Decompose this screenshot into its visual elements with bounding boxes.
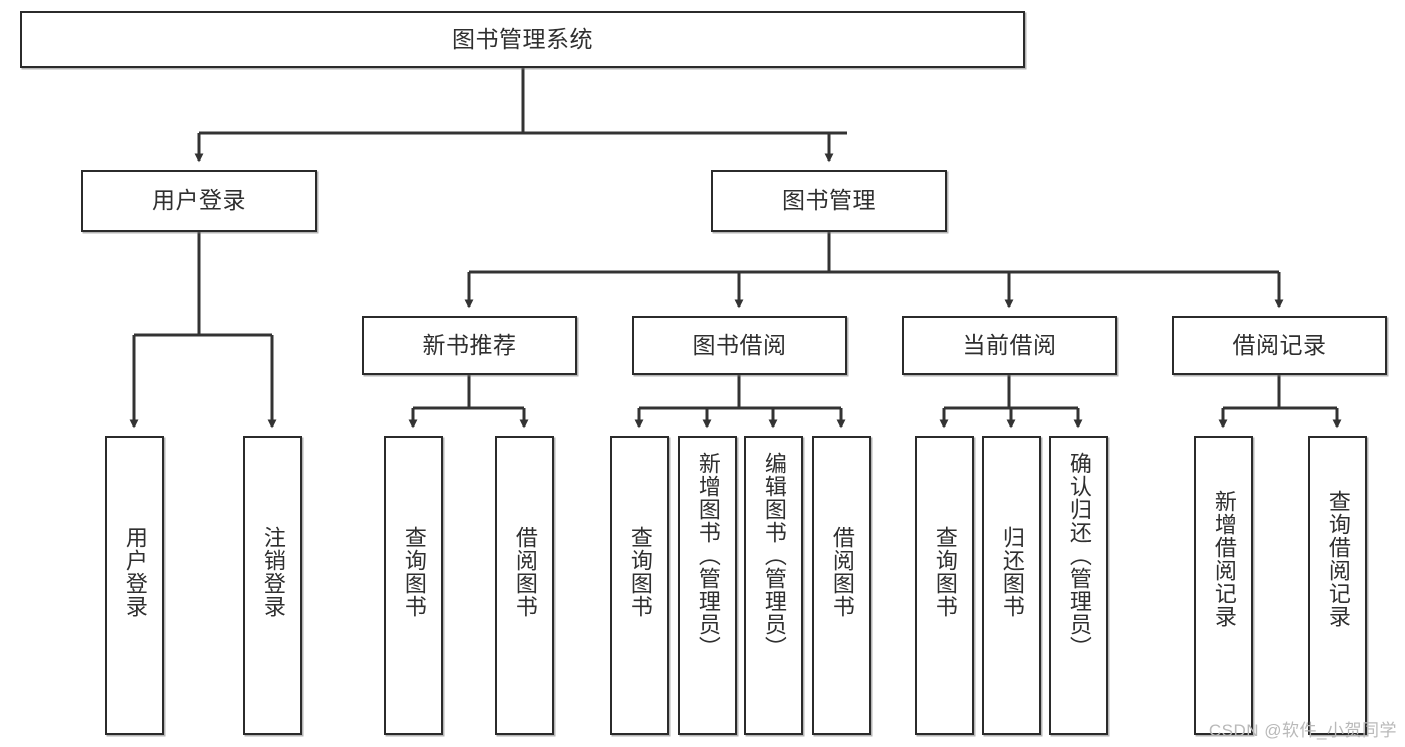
node-new-book-recommend[interactable]: 新书推荐 [362, 316, 577, 375]
node-leaf-confirm-return[interactable]: 确认归还（管理员） [1049, 436, 1108, 735]
node-book-borrow[interactable]: 图书借阅 [632, 316, 847, 375]
node-leaf-edit-book[interactable]: 编辑图书（管理员） [744, 436, 803, 735]
node-book-borrow-label: 图书借阅 [692, 331, 787, 358]
node-leaf-add-record[interactable]: 新增借阅记录 [1194, 436, 1253, 735]
node-leaf-borrow-book-2[interactable]: 借阅图书 [812, 436, 871, 735]
node-leaf-borrow-book-2-label: 借阅图书 [829, 526, 855, 618]
csdn-watermark: CSDN @软件_小贺同学 [1208, 721, 1397, 740]
node-leaf-borrow-book-1[interactable]: 借阅图书 [495, 436, 554, 735]
node-leaf-borrow-book-1-label: 借阅图书 [512, 526, 538, 618]
node-user-login-label: 用户登录 [152, 187, 246, 214]
node-leaf-query-record-label: 查询借阅记录 [1325, 490, 1351, 628]
node-leaf-query-book-3-label: 查询图书 [932, 526, 958, 618]
node-current-borrow-label: 当前借阅 [962, 331, 1057, 358]
node-leaf-confirm-return-label: 确认归还（管理员） [1066, 452, 1092, 659]
node-leaf-return-book[interactable]: 归还图书 [982, 436, 1041, 735]
node-current-borrow[interactable]: 当前借阅 [902, 316, 1117, 375]
node-root-label: 图书管理系统 [452, 25, 593, 52]
node-new-book-recommend-label: 新书推荐 [422, 331, 517, 358]
node-leaf-add-book[interactable]: 新增图书（管理员） [678, 436, 737, 735]
node-leaf-edit-book-label: 编辑图书（管理员） [761, 452, 787, 659]
node-leaf-query-book-1[interactable]: 查询图书 [384, 436, 443, 735]
node-leaf-query-book-1-label: 查询图书 [401, 526, 427, 618]
node-leaf-user-login-label: 用户登录 [122, 526, 148, 618]
node-leaf-add-book-label: 新增图书（管理员） [695, 452, 721, 659]
node-leaf-user-logout[interactable]: 注销登录 [243, 436, 302, 735]
node-leaf-return-book-label: 归还图书 [999, 526, 1025, 618]
node-leaf-query-book-2-label: 查询图书 [627, 526, 653, 618]
node-book-management[interactable]: 图书管理 [711, 170, 947, 232]
node-borrow-record-label: 借阅记录 [1232, 331, 1327, 358]
node-leaf-query-book-2[interactable]: 查询图书 [610, 436, 669, 735]
node-leaf-query-book-3[interactable]: 查询图书 [915, 436, 974, 735]
node-leaf-add-record-label: 新增借阅记录 [1211, 490, 1237, 628]
node-leaf-user-login[interactable]: 用户登录 [105, 436, 164, 735]
node-book-management-label: 图书管理 [782, 187, 876, 214]
node-user-login[interactable]: 用户登录 [81, 170, 317, 232]
node-root[interactable]: 图书管理系统 [20, 11, 1025, 68]
node-leaf-user-logout-label: 注销登录 [260, 526, 286, 618]
node-leaf-query-record[interactable]: 查询借阅记录 [1308, 436, 1367, 735]
node-borrow-record[interactable]: 借阅记录 [1172, 316, 1387, 375]
